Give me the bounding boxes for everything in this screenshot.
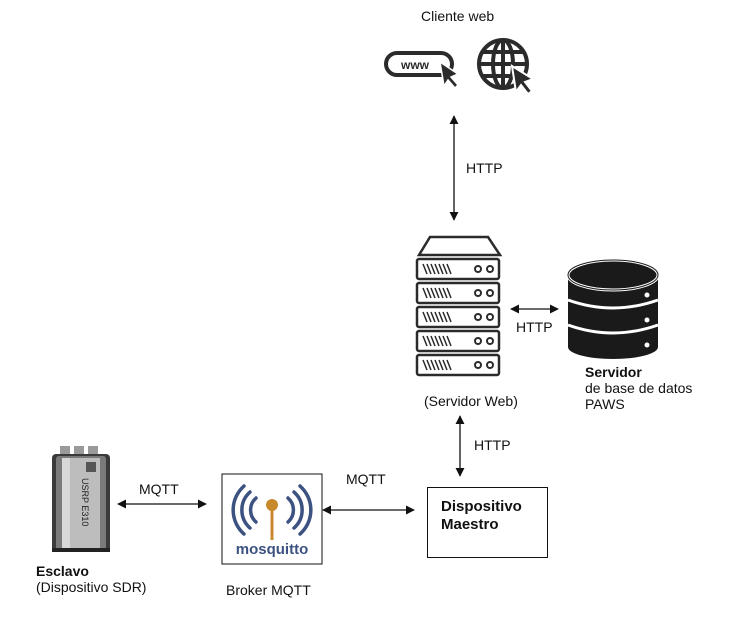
- broker-label: Broker MQTT: [226, 582, 311, 598]
- www-icon: www: [384, 51, 460, 90]
- master-line1: Dispositivo: [441, 498, 522, 515]
- link-label-client-server: HTTP: [466, 160, 503, 176]
- master-device-box: Dispositivo Maestro: [427, 487, 548, 558]
- link-label-server-db: HTTP: [516, 319, 553, 335]
- link-label-slave-broker: MQTT: [139, 481, 179, 497]
- slave-subtitle: (Dispositivo SDR): [36, 579, 147, 595]
- svg-text:www: www: [400, 58, 430, 72]
- database-line1: de base de datos: [585, 380, 693, 396]
- slave-title: Esclavo: [36, 563, 89, 579]
- link-label-server-master: HTTP: [474, 437, 511, 453]
- server-rack-icon: [415, 235, 503, 377]
- globe-icon: [477, 38, 536, 96]
- web-client-label: Cliente web: [421, 8, 495, 24]
- broker-box: [221, 473, 323, 565]
- link-label-broker-master: MQTT: [346, 471, 386, 487]
- mosquitto-logo: mosquitto: [231, 484, 313, 558]
- database-title: Servidor: [585, 364, 642, 380]
- web-server-label: (Servidor Web): [424, 393, 518, 409]
- database-icon: [566, 258, 660, 359]
- svg-text:USRP E310: USRP E310: [80, 478, 90, 526]
- svg-text:mosquitto: mosquitto: [236, 541, 309, 558]
- usrp-device-image: USRP E310: [52, 446, 110, 552]
- database-line2: PAWS: [585, 396, 625, 412]
- master-line2: Maestro: [441, 516, 499, 533]
